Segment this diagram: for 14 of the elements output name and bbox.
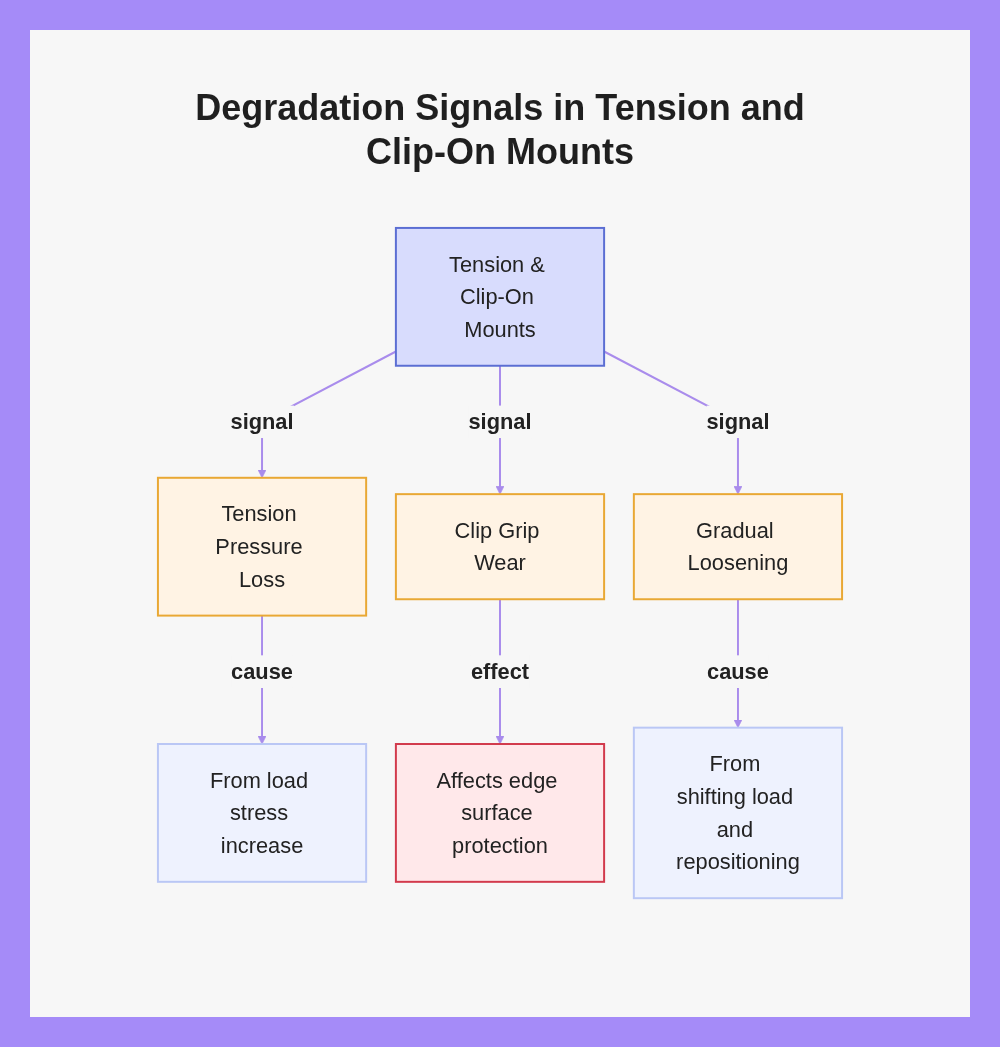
edge-label: signal	[230, 409, 294, 435]
edge-label: signal	[468, 409, 532, 435]
node-box: From shifting load and repositioning	[632, 726, 844, 900]
node-box: Tension Pressure Loss	[156, 476, 368, 617]
edge-label: signal	[706, 409, 770, 435]
edge-label: effect	[470, 659, 530, 685]
node-box: Affects edge surface protection	[394, 743, 606, 883]
node-box: Clip Grip Wear	[394, 493, 606, 601]
edge-label: cause	[707, 659, 769, 685]
node-box: Gradual Loosening	[632, 493, 844, 601]
node-box: From load stress increase	[156, 743, 368, 883]
node-box: Tension & Clip-On Mounts	[394, 226, 606, 367]
diagram-title: Degradation Signals in Tension and Clip-On Mounts	[194, 86, 806, 174]
edge-label: cause	[231, 659, 293, 685]
